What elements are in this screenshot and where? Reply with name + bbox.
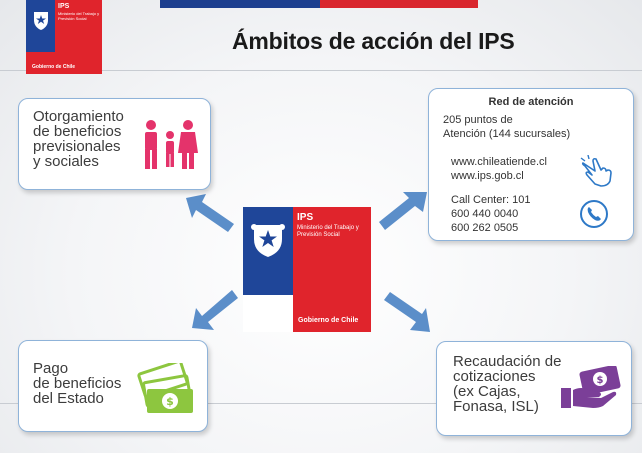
svg-text:$: $	[597, 375, 604, 386]
box-red-atencion: Red de atención 205 puntos de Atención (…	[428, 88, 634, 241]
family-icon	[145, 120, 198, 169]
arrow-bottom-left	[192, 290, 238, 330]
box-recaudacion: Recaudación de cotizaciones (ex Cajas, F…	[436, 341, 632, 436]
arrow-top-right	[379, 192, 427, 230]
arrow-bottom-right	[384, 292, 430, 332]
red-atencion-title: Red de atención	[488, 96, 574, 108]
top-band-red	[320, 0, 478, 8]
box-beneficios-previsionales: Otorgamiento de beneficios previsionales…	[18, 98, 211, 190]
coat-of-arms-icon	[34, 12, 48, 30]
website-ips[interactable]: www.ips.gob.cl	[451, 170, 524, 182]
ips-logo-header: IPS Ministerio del Trabajo y Previsión S…	[26, 0, 102, 74]
svg-text:$: $	[166, 395, 174, 408]
logo-acronym: IPS	[297, 212, 314, 223]
logo-ministry: Ministerio del Trabajo y Previsión Socia…	[297, 225, 359, 238]
top-band-blue	[160, 0, 320, 8]
coat-of-arms-icon	[251, 224, 285, 257]
puntos-atencion: 205 puntos de Atención (144 sucursales)	[443, 114, 571, 140]
recaudacion-label: Recaudación de cotizaciones (ex Cajas, F…	[453, 353, 562, 415]
money-icon: $	[137, 363, 193, 413]
arrow-top-left	[186, 194, 234, 232]
beneficios-estado-label: Pago de beneficios del Estado	[33, 360, 122, 407]
logo-government: Gobierno de Chile	[32, 64, 76, 70]
website-chileatiende[interactable]: www.chileatiende.cl	[451, 156, 547, 168]
page-title: Ámbitos de acción del IPS	[232, 28, 515, 54]
header-divider	[0, 70, 642, 71]
hand-money-icon: $	[561, 366, 621, 408]
footer-divider	[0, 403, 642, 404]
logo-government: Gobierno de Chile	[298, 317, 359, 324]
box-beneficios-estado: Pago de beneficios del Estado $	[18, 340, 208, 432]
hand-pointer-icon	[580, 155, 612, 187]
beneficios-previsionales-label: Otorgamiento de beneficios previsionales…	[33, 108, 124, 170]
phone-icon	[580, 200, 608, 228]
ips-logo-center: IPS Ministerio del Trabajo y Previsión S…	[243, 207, 371, 332]
logo-ministry: Ministerio del Trabajo y Previsión Socia…	[58, 11, 100, 21]
call-center: Call Center: 101 600 440 0040 600 262 05…	[451, 194, 531, 234]
logo-acronym: IPS	[58, 3, 70, 10]
websites: www.chileatiende.cl www.ips.gob.cl	[451, 155, 547, 183]
